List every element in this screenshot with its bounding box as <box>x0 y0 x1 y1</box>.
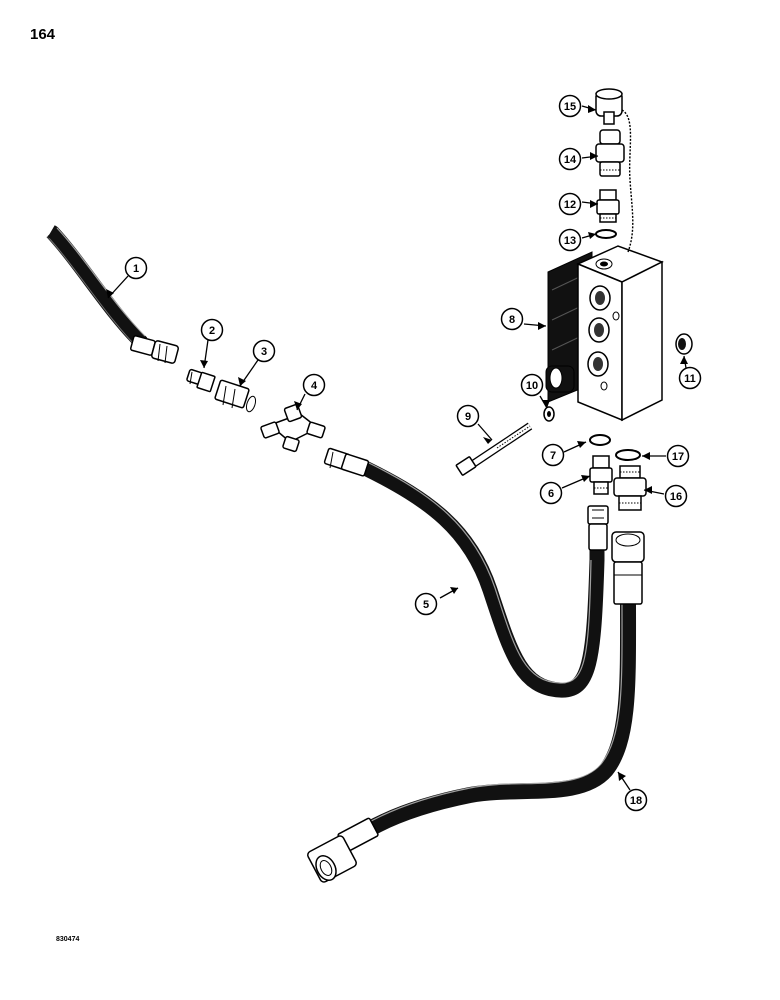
adapter-6 <box>589 455 613 495</box>
callout-label: 3 <box>261 346 267 358</box>
hose-5 <box>361 461 605 698</box>
hose-1-fitting <box>130 335 179 364</box>
adapter-16 <box>613 465 647 511</box>
hose-18-fitting-bottom <box>307 817 379 883</box>
callout-10: 10 <box>520 373 544 397</box>
callout-5: 5 <box>414 592 438 616</box>
tee-4 <box>260 403 326 453</box>
callout-4: 4 <box>302 373 326 397</box>
callout-label: 12 <box>564 199 576 211</box>
callout-label: 14 <box>564 154 577 166</box>
callout-label: 6 <box>548 488 554 500</box>
callout-14: 14 <box>558 147 582 171</box>
hose-5-fitting-left <box>323 447 370 477</box>
callout-label: 8 <box>509 314 515 326</box>
callout-label: 4 <box>311 380 318 392</box>
hose-18-fitting-top <box>611 531 645 605</box>
callout-11: 11 <box>678 366 702 390</box>
callout-label: 9 <box>465 411 471 423</box>
callout-17: 17 <box>666 444 690 468</box>
callout-label: 16 <box>670 491 682 503</box>
figure-code: 830474 <box>56 936 80 943</box>
page-number: 164 <box>30 26 56 43</box>
callout-label: 18 <box>630 795 642 807</box>
o-ring-17 <box>615 449 641 461</box>
callout-label: 11 <box>684 373 696 385</box>
callout-8: 8 <box>500 307 524 331</box>
callout-label: 2 <box>209 325 215 337</box>
callout-label: 17 <box>672 451 684 463</box>
callout-18: 18 <box>624 788 648 812</box>
callout-16: 16 <box>664 484 688 508</box>
coupler-14 <box>595 129 625 177</box>
callout-9: 9 <box>456 404 480 428</box>
callout-label: 10 <box>526 380 538 392</box>
callout-3: 3 <box>252 339 276 363</box>
bolt-9 <box>455 422 533 476</box>
callout-label: 1 <box>133 263 139 275</box>
dust-cap-15 <box>595 88 634 253</box>
callout-6: 6 <box>539 481 563 505</box>
callout-label: 5 <box>423 599 429 611</box>
leader-arrowheads <box>106 105 688 781</box>
callout-2: 2 <box>200 318 224 342</box>
o-ring-13 <box>595 229 617 239</box>
hose-1 <box>46 225 148 350</box>
o-ring-7 <box>589 434 611 446</box>
adapter-2 <box>186 368 216 393</box>
hose-18 <box>347 599 637 847</box>
fitting-12 <box>596 189 620 223</box>
valve-block-8 <box>545 245 664 422</box>
callout-label: 13 <box>564 235 576 247</box>
callout-12: 12 <box>558 192 582 216</box>
callout-1: 1 <box>124 256 148 280</box>
plug-11 <box>675 333 693 355</box>
washer-10 <box>543 406 555 422</box>
callout-13: 13 <box>558 228 582 252</box>
coupling-3 <box>214 379 257 413</box>
callout-15: 15 <box>558 94 582 118</box>
hose-5-fitting-right <box>587 505 609 551</box>
callout-7: 7 <box>541 443 565 467</box>
callout-label: 15 <box>564 101 576 113</box>
callout-label: 7 <box>550 450 556 462</box>
